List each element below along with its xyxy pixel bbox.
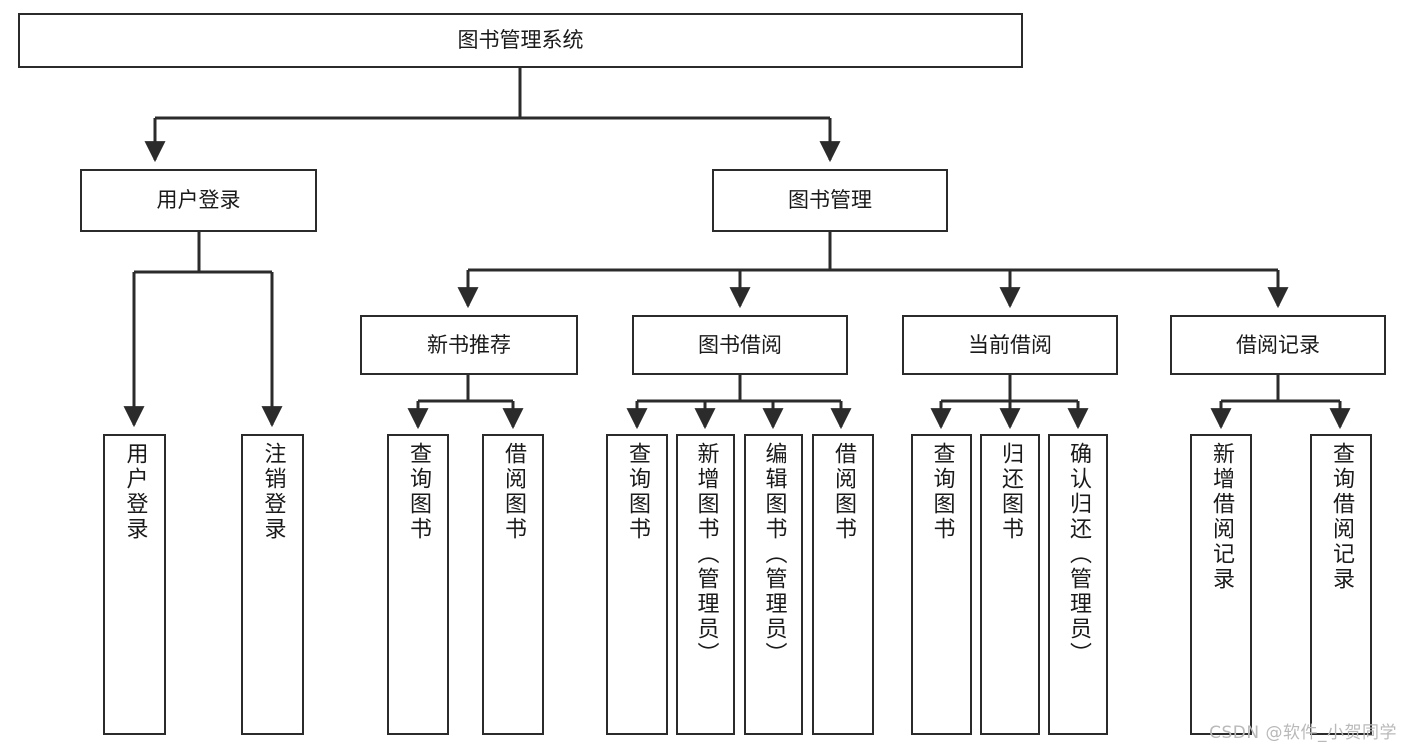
node-leaf-borrow-book-1[interactable]: 借阅图书 bbox=[482, 434, 544, 735]
node-leaf-user-login[interactable]: 用户登录 bbox=[103, 434, 166, 735]
node-leaf-query-book-1-label: 查询图书 bbox=[406, 442, 431, 542]
node-leaf-query-book-3[interactable]: 查询图书 bbox=[911, 434, 972, 735]
node-new-book-recommend-label: 新书推荐 bbox=[427, 332, 511, 357]
node-book-manage-label: 图书管理 bbox=[788, 188, 872, 213]
node-leaf-add-record[interactable]: 新增借阅记录 bbox=[1190, 434, 1252, 735]
node-user-login[interactable]: 用户登录 bbox=[80, 169, 317, 232]
node-leaf-borrow-book-2[interactable]: 借阅图书 bbox=[812, 434, 874, 735]
node-root[interactable]: 图书管理系统 bbox=[18, 13, 1023, 68]
node-current-borrow[interactable]: 当前借阅 bbox=[902, 315, 1118, 375]
node-current-borrow-label: 当前借阅 bbox=[968, 332, 1052, 357]
node-leaf-query-book-2[interactable]: 查询图书 bbox=[606, 434, 668, 735]
node-leaf-add-book-label: 新增图书（管理员） bbox=[693, 442, 719, 667]
node-leaf-return-book[interactable]: 归还图书 bbox=[980, 434, 1040, 735]
node-leaf-query-record[interactable]: 查询借阅记录 bbox=[1310, 434, 1372, 735]
node-book-borrow[interactable]: 图书借阅 bbox=[632, 315, 848, 375]
node-borrow-record-label: 借阅记录 bbox=[1236, 332, 1320, 357]
node-leaf-query-book-3-label: 查询图书 bbox=[929, 442, 955, 542]
node-leaf-confirm-return[interactable]: 确认归还（管理员） bbox=[1048, 434, 1108, 735]
node-book-manage[interactable]: 图书管理 bbox=[712, 169, 948, 232]
node-leaf-add-record-label: 新增借阅记录 bbox=[1209, 442, 1234, 592]
node-leaf-borrow-book-2-label: 借阅图书 bbox=[831, 442, 856, 542]
node-leaf-query-record-label: 查询借阅记录 bbox=[1329, 442, 1354, 592]
node-leaf-logout-login-label: 注销登录 bbox=[260, 442, 286, 542]
node-borrow-record[interactable]: 借阅记录 bbox=[1170, 315, 1386, 375]
node-leaf-edit-book[interactable]: 编辑图书（管理员） bbox=[744, 434, 803, 735]
node-leaf-query-book-2-label: 查询图书 bbox=[625, 442, 650, 542]
node-leaf-logout-login[interactable]: 注销登录 bbox=[241, 434, 304, 735]
node-book-borrow-label: 图书借阅 bbox=[698, 332, 782, 357]
node-leaf-query-book-1[interactable]: 查询图书 bbox=[387, 434, 449, 735]
node-leaf-return-book-label: 归还图书 bbox=[998, 442, 1023, 542]
node-leaf-confirm-return-label: 确认归还（管理员） bbox=[1066, 442, 1091, 667]
node-leaf-edit-book-label: 编辑图书（管理员） bbox=[761, 442, 787, 667]
node-leaf-borrow-book-1-label: 借阅图书 bbox=[501, 442, 526, 542]
node-new-book-recommend[interactable]: 新书推荐 bbox=[360, 315, 578, 375]
node-root-label: 图书管理系统 bbox=[457, 28, 584, 53]
node-leaf-add-book[interactable]: 新增图书（管理员） bbox=[676, 434, 735, 735]
node-user-login-label: 用户登录 bbox=[156, 188, 241, 213]
node-leaf-user-login-label: 用户登录 bbox=[122, 442, 148, 542]
